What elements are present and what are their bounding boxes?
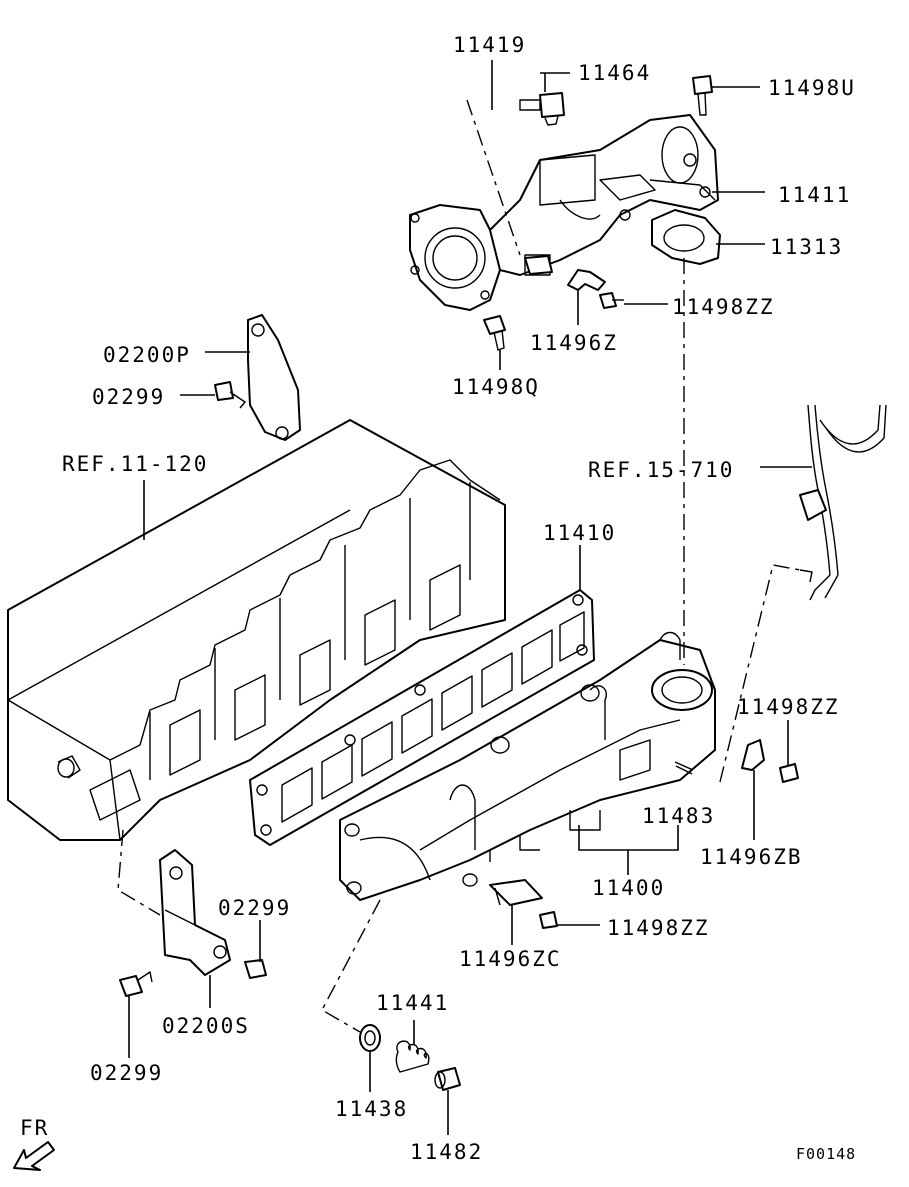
gasket-11313 (651, 209, 721, 265)
label-11496ZC: 11496ZC (459, 947, 562, 971)
label-02200S: 02200S (162, 1014, 250, 1038)
washer-11438 (359, 1024, 381, 1052)
front-arrow-icon (13, 1141, 55, 1171)
bolt-02299-lower (119, 971, 153, 997)
label-11464: 11464 (578, 61, 651, 85)
label-11496ZB: 11496ZB (700, 845, 803, 869)
clip-11419 (524, 255, 553, 275)
figure-code: F00148 (796, 1145, 856, 1163)
label-ref-11-120: REF.11-120 (62, 452, 208, 476)
bracket-11496Z (567, 269, 606, 291)
label-11400: 11400 (592, 876, 665, 900)
label-11496Z: 11496Z (530, 331, 618, 355)
bracket-02200P (247, 314, 301, 441)
label-02200P: 02200P (103, 343, 191, 367)
label-11483: 11483 (642, 804, 715, 828)
throttle-body-11411 (409, 114, 719, 311)
spring-11441 (395, 1040, 430, 1073)
label-11498ZZ-right: 11498ZZ (737, 695, 840, 719)
label-11498U: 11498U (768, 76, 856, 100)
label-11482: 11482 (410, 1140, 483, 1164)
bracket-11496ZC (489, 879, 543, 906)
cylinder-head (7, 419, 506, 841)
bolt-11498Q (483, 315, 506, 351)
plug-11482 (434, 1067, 461, 1091)
alignment-lines (117, 99, 801, 1033)
pin-11483 (674, 761, 694, 775)
label-02299-lower: 02299 (90, 1061, 163, 1085)
vacuum-hose (799, 404, 887, 601)
sensor-11464 (519, 92, 565, 126)
bracket-02200S (159, 849, 231, 976)
label-11498ZZ-bottom: 11498ZZ (607, 916, 710, 940)
bracket-11496ZB (741, 739, 765, 771)
label-11441: 11441 (376, 991, 449, 1015)
label-11410: 11410 (543, 521, 616, 545)
label-11498ZZ-top: 11498ZZ (672, 295, 775, 319)
intake-manifold-11400 (339, 631, 716, 901)
callout-labels: 11419 11464 11498U 11411 11313 11498ZZ 1… (62, 33, 856, 1164)
label-02299-upper: 02299 (92, 385, 165, 409)
bolt-02299-mid (244, 959, 267, 979)
bolt-11498U (692, 75, 713, 116)
orientation-indicator: FR (13, 1116, 55, 1171)
bolt-11498ZZ-right (779, 763, 799, 783)
label-11498Q: 11498Q (452, 375, 540, 399)
leader-lines (128, 60, 812, 1135)
bolt-11498ZZ-bottom (539, 911, 558, 929)
orientation-label: FR (20, 1116, 49, 1140)
label-11419: 11419 (453, 33, 526, 57)
label-02299-mid: 02299 (218, 896, 291, 920)
label-11438: 11438 (335, 1097, 408, 1121)
label-11313: 11313 (770, 235, 843, 259)
label-ref-15-710: REF.15-710 (588, 458, 734, 482)
label-11411: 11411 (778, 183, 851, 207)
bolt-02299-upper (214, 381, 246, 409)
bolt-11498ZZ-top (599, 292, 624, 309)
